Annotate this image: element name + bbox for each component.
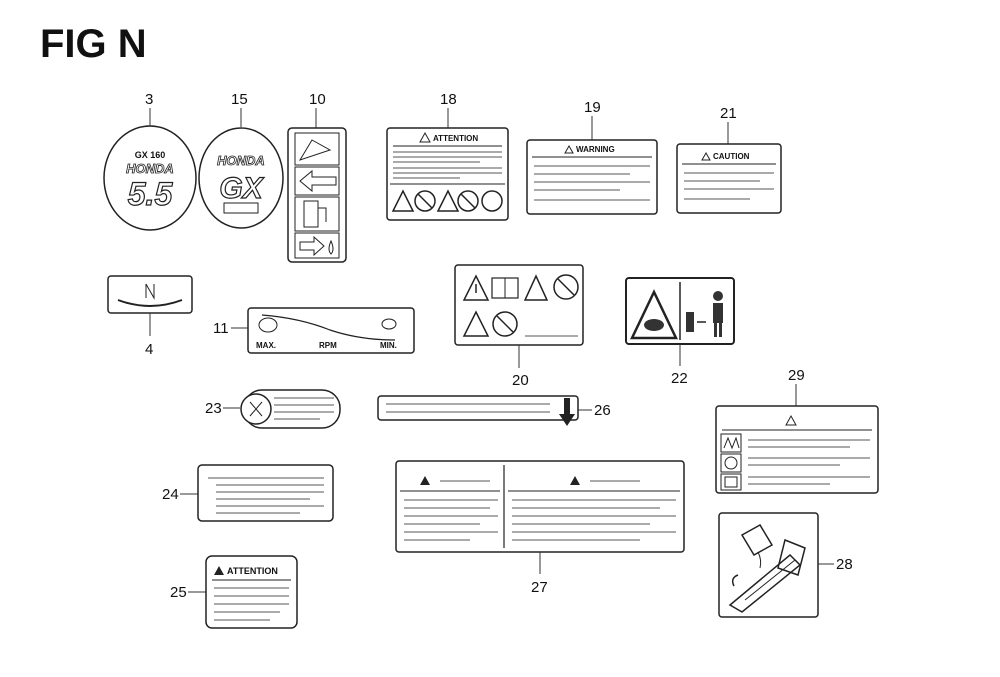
part-20-safety-icons-label[interactable]: 20 <box>454 264 584 389</box>
callout-25: 25 <box>170 584 187 601</box>
callout-20: 20 <box>512 372 529 389</box>
callout-19: 19 <box>584 99 601 116</box>
warning-header: WARNING <box>576 145 615 154</box>
callout-29: 29 <box>788 367 805 384</box>
svg-text:GX 160: GX 160 <box>135 150 166 160</box>
part-24-text-label[interactable]: 24 <box>162 464 334 522</box>
attention-header-25: ATTENTION <box>227 566 278 576</box>
caution-header: CAUTION <box>713 152 750 161</box>
part-21-caution-label[interactable]: 21 CAUTION <box>676 105 782 214</box>
emblem-honda-text: HONDA <box>126 161 174 176</box>
tach-max-label: MAX. <box>256 341 276 350</box>
callout-4: 4 <box>145 341 153 358</box>
callout-27: 27 <box>531 579 548 596</box>
part-15-emblem[interactable]: 15 HONDA GX <box>198 91 284 229</box>
emblem-gx-text: GX <box>219 172 264 205</box>
part-11-throttle-label[interactable]: 11 MAX. RPM MIN. <box>213 307 415 354</box>
callout-10: 10 <box>309 91 326 108</box>
emblem-number-text: 5.5 <box>128 176 174 212</box>
callout-18: 18 <box>440 91 457 108</box>
emblem-honda-text-2: HONDA <box>217 153 265 168</box>
callout-22: 22 <box>671 370 688 387</box>
part-27-warning-label[interactable]: 27 <box>395 460 685 596</box>
callout-21: 21 <box>720 105 737 122</box>
part-28-fuel-pictogram[interactable]: 28 <box>718 512 853 618</box>
figure-title: FIG N <box>40 22 147 66</box>
part-4-badge[interactable]: 4 <box>107 275 193 358</box>
part-23-round-label[interactable]: 23 <box>205 389 341 429</box>
tach-rpm-label: RPM <box>319 341 337 350</box>
callout-28: 28 <box>836 556 853 573</box>
part-25-attention-label[interactable]: 25 ATTENTION <box>170 555 298 629</box>
callout-24: 24 <box>162 486 179 503</box>
part-19-warning-label[interactable]: 19 WARNING <box>526 99 658 215</box>
attention-header-18: ATTENTION <box>433 134 478 143</box>
callout-26: 26 <box>594 402 611 419</box>
part-22-pictogram-label[interactable]: 22 <box>625 277 735 387</box>
tach-min-label: MIN. <box>380 341 397 350</box>
callout-23: 23 <box>205 400 222 417</box>
part-26-strip-label[interactable]: 26 <box>377 395 611 426</box>
part-29-instruction-label[interactable]: 29 <box>715 367 879 494</box>
part-3-emblem[interactable]: 3 GX 160 HONDA 5.5 <box>103 91 197 231</box>
callout-15: 15 <box>231 91 248 108</box>
callout-11: 11 <box>213 320 229 337</box>
part-10-fuel-label[interactable]: 10 <box>287 91 347 263</box>
callout-3: 3 <box>145 91 153 108</box>
part-18-attention-label[interactable]: 18 ATTENTION <box>386 91 509 221</box>
